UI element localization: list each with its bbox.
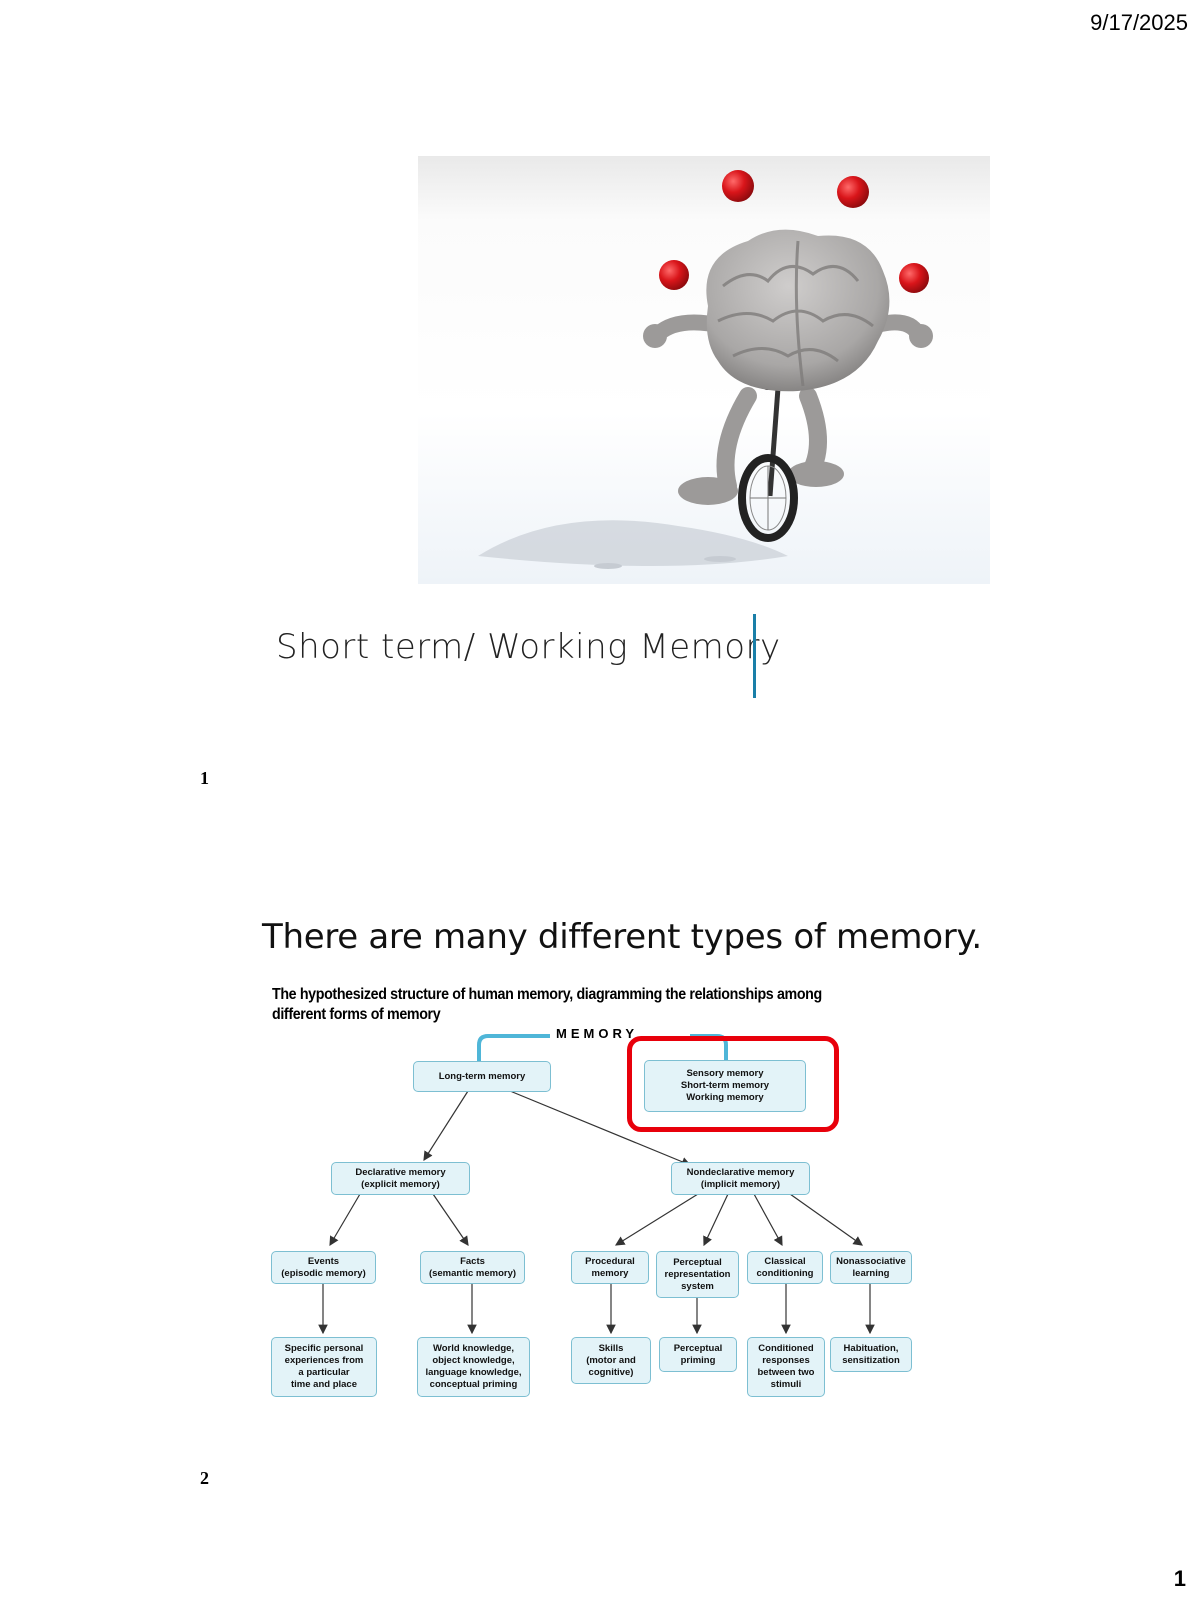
node-long-term-memory: Long-term memory — [413, 1061, 551, 1092]
node-conditioned-responses: Conditioned responses between two stimul… — [747, 1337, 825, 1397]
diagram-caption: The hypothesized structure of human memo… — [272, 986, 822, 1023]
header-date: 9/17/2025 — [1090, 10, 1188, 35]
slide2-title: There are many different types of memory… — [262, 917, 982, 957]
node-world-knowledge: World knowledge, object knowledge, langu… — [417, 1337, 530, 1397]
node-declarative-memory: Declarative memory (explicit memory) — [331, 1162, 470, 1195]
node-specific-experiences: Specific personal experiences from a par… — [271, 1337, 377, 1397]
node-procedural: Procedural memory — [571, 1251, 649, 1284]
slide1-title: Short term/ Working Memory — [276, 627, 781, 667]
node-events: Events (episodic memory) — [271, 1251, 376, 1284]
node-short-term-memory: Sensory memory Short-term memory Working… — [644, 1060, 806, 1112]
slide1-number: 1 — [200, 768, 209, 788]
slide2-number: 2 — [200, 1468, 209, 1488]
node-nonassociative-learning: Nonassociative learning — [830, 1251, 912, 1284]
slide1-title-divider — [753, 614, 756, 698]
juggling-brain-illustration — [418, 156, 990, 584]
node-perceptual-representation: Perceptual representation system — [656, 1251, 739, 1298]
node-facts: Facts (semantic memory) — [420, 1251, 525, 1284]
node-perceptual-priming: Perceptual priming — [659, 1337, 737, 1372]
memory-root-label: MEMORY — [556, 1026, 639, 1041]
node-classical-conditioning: Classical conditioning — [747, 1251, 823, 1284]
node-skills: Skills (motor and cognitive) — [571, 1337, 651, 1384]
node-habituation: Habituation, sensitization — [830, 1337, 912, 1372]
node-nondeclarative-memory: Nondeclarative memory (implicit memory) — [671, 1162, 810, 1195]
page-number: 1 — [1173, 1566, 1186, 1591]
short-term-highlight-box — [627, 1036, 839, 1132]
